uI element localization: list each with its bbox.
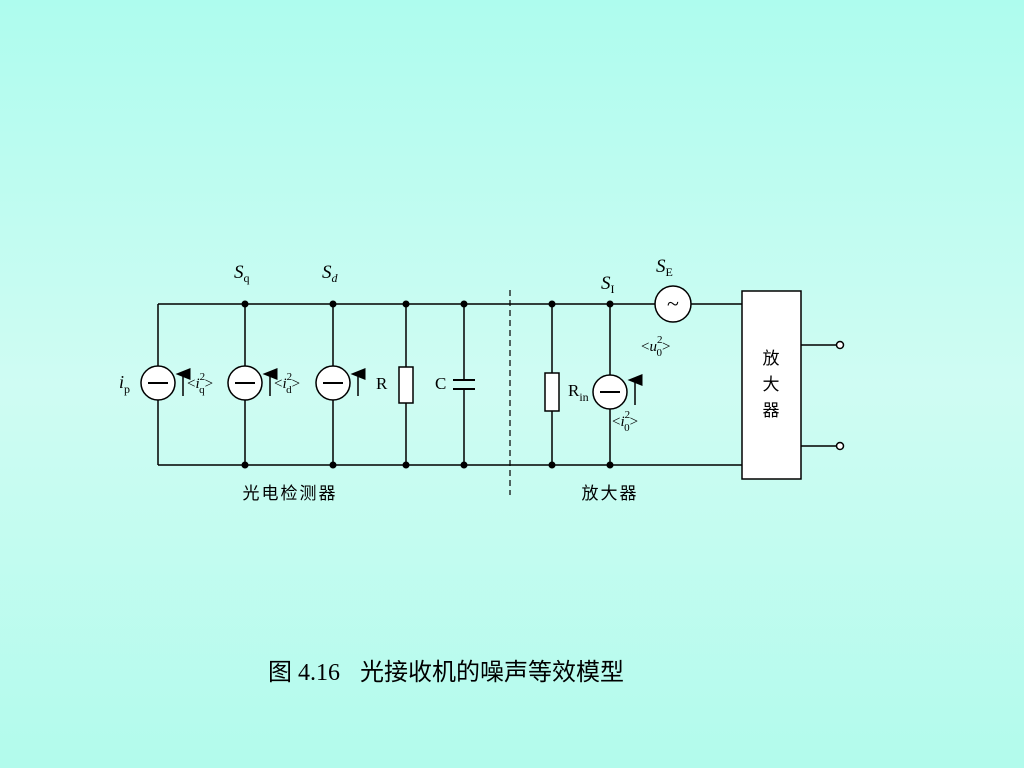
label-rin: Rin: [568, 381, 589, 404]
junction-dot: [548, 300, 556, 308]
amp-box-char-1: 放: [763, 349, 780, 369]
figure-number: 图 4.16: [268, 660, 340, 686]
detector-section-label: 光电检测器: [243, 484, 338, 504]
amp-box-char-3: 器: [763, 401, 780, 421]
label-sd: Sd: [322, 262, 339, 285]
amplifier-box: [741, 290, 802, 480]
label-r: R: [376, 374, 388, 393]
junction-dot: [241, 461, 249, 469]
junction-dot: [402, 461, 410, 469]
label-c: C: [435, 374, 446, 393]
label-sq: Sq: [234, 262, 250, 285]
output-terminal-bottom: [835, 441, 845, 451]
tilde-symbol: ~: [667, 291, 679, 316]
junction-dot: [329, 300, 337, 308]
figure-caption: 图 4.16 光接收机的噪声等效模型: [268, 652, 624, 687]
junction-dot: [606, 300, 614, 308]
junction-dot: [329, 461, 337, 469]
amp-box-char-2: 大: [763, 375, 780, 395]
capacitor-c: [453, 379, 475, 390]
label-si: SI: [601, 273, 615, 296]
resistor-rin: [544, 372, 560, 412]
junction-dot: [460, 300, 468, 308]
junction-dot: [402, 300, 410, 308]
label-ip: ip: [119, 372, 130, 396]
amplifier-section-label: 放大器: [582, 484, 639, 504]
voltage-source-se: [654, 285, 692, 323]
junction-dot: [548, 461, 556, 469]
junction-dot: [241, 300, 249, 308]
figure-title: 光接收机的噪声等效模型: [360, 660, 624, 686]
junction-dot: [606, 461, 614, 469]
resistor-r: [398, 366, 414, 404]
junction-dot: [460, 461, 468, 469]
label-se: SE: [656, 256, 673, 279]
output-terminal-top: [835, 340, 845, 350]
